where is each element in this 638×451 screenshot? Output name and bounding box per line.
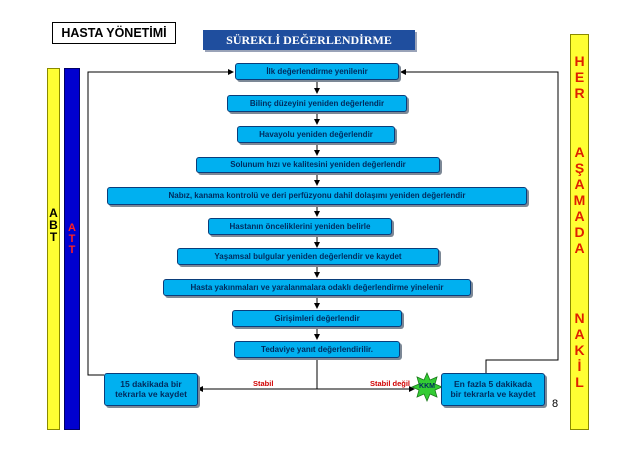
kkm-label: KKM — [419, 383, 435, 390]
nakil-letter: İ — [577, 358, 582, 374]
step-consciousness[interactable]: Bilinç düzeyini yeniden değerlendir — [227, 95, 407, 112]
step-initial-reassessment[interactable]: İlk değerlendirme yenilenir — [235, 63, 399, 80]
step-treatment-response[interactable]: Tedaviye yanıt değerlendirilir. — [234, 341, 400, 358]
att-letter: T — [68, 244, 76, 256]
asamada-label: A Ş A M A D A — [570, 145, 589, 255]
step-breathing[interactable]: Solunum hızı ve kalitesini yeniden değer… — [196, 157, 440, 173]
her-label: H E R — [570, 54, 589, 100]
nakil-letter: K — [574, 342, 585, 358]
att-bar — [64, 68, 80, 430]
step-priorities[interactable]: Hastanın önceliklerini yeniden belirle — [208, 218, 392, 235]
left-loop-arrow — [87, 69, 234, 376]
step-circulation[interactable]: Nabız, kanama kontrolü ve deri perfüzyon… — [107, 187, 527, 205]
nakil-letter: A — [574, 326, 585, 342]
page-title: HASTA YÖNETİMİ — [52, 22, 176, 44]
step-vital-signs[interactable]: Yaşamsal bulgular yeniden değerlendir ve… — [177, 248, 439, 265]
right-loop-arrow — [400, 69, 559, 374]
abt-letter: A — [49, 206, 58, 220]
asamada-letter: M — [573, 192, 586, 208]
asamada-letter: A — [574, 176, 585, 192]
unstable-outcome-box[interactable]: En fazla 5 dakikada bir tekrarla ve kayd… — [441, 373, 545, 406]
unstable-label: Stabil değil — [370, 379, 411, 388]
abt-bar — [47, 68, 60, 430]
her-letter: E — [574, 69, 585, 85]
att-label: A T T — [64, 223, 80, 256]
abt-letter: B — [49, 218, 58, 232]
her-asamada-nakil-bar — [570, 34, 589, 430]
section-subtitle: SÜREKLİ DEĞERLENDİRME — [203, 30, 415, 50]
stable-outcome-box[interactable]: 15 dakikada bir tekrarla ve kaydet — [104, 373, 198, 406]
page-number: 8 — [552, 398, 559, 410]
nakil-letter: N — [574, 310, 585, 326]
nakil-label: N A K İ L — [570, 311, 589, 389]
asamada-letter: A — [574, 208, 585, 224]
asamada-letter: A — [574, 240, 585, 256]
asamada-letter: Ş — [574, 160, 585, 176]
her-letter: R — [574, 85, 585, 101]
att-letter: T — [68, 233, 76, 245]
abt-letter: T — [49, 230, 58, 244]
abt-label: A B T — [47, 207, 60, 243]
step-complaints[interactable]: Hasta yakınmaları ve yaralanmalara odakl… — [163, 279, 471, 296]
asamada-letter: D — [574, 224, 585, 240]
asamada-letter: A — [574, 144, 585, 160]
step-interventions[interactable]: Girişimleri değerlendir — [232, 310, 402, 327]
stable-label: Stabil — [253, 379, 274, 388]
kkm-star-icon — [410, 371, 444, 403]
att-letter: A — [68, 222, 76, 234]
her-letter: H — [574, 53, 585, 69]
nakil-letter: L — [575, 374, 584, 390]
step-airway[interactable]: Havayolu yeniden değerlendir — [237, 126, 395, 143]
